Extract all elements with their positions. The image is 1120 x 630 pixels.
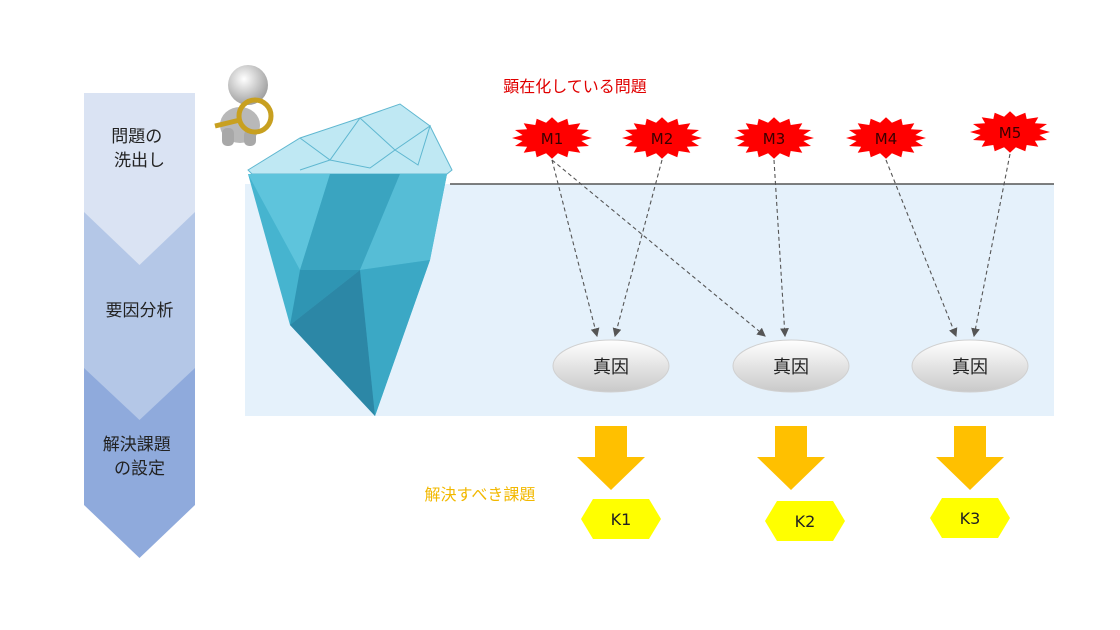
step-chevron-3 (84, 363, 195, 558)
starburst-shape (512, 117, 592, 159)
problem-label: M3 (763, 130, 786, 148)
issues-title: 解決すべき課題 (425, 485, 536, 504)
step-3-line-1: 解決課題 (103, 435, 171, 455)
hexagon-shape (765, 501, 845, 541)
iceberg (247, 103, 453, 416)
true-cause-3: 真因 (911, 339, 1029, 393)
issue-label: K3 (960, 509, 981, 528)
visible-problems-title: 顕在化している問題 (503, 77, 647, 96)
step-1-line-2: 洗出し (114, 151, 165, 171)
problem-badge-m4: M4 (846, 117, 926, 159)
arrow-m5-to-cause-3 (971, 153, 1011, 338)
problem-badge-m3: M3 (734, 117, 814, 159)
starburst-shape (970, 111, 1050, 153)
problem-badge-m2: M2 (622, 117, 702, 159)
step-3-line-2: の設定 (114, 459, 165, 479)
down-arrow-icon (757, 426, 825, 490)
issue-k2: K2 (757, 426, 845, 541)
issue-label: K2 (795, 512, 816, 531)
problem-label: M2 (651, 130, 674, 148)
starburst-shape (622, 117, 702, 159)
cause-label: 真因 (593, 357, 629, 378)
hexagon-shape (581, 499, 661, 539)
cause-oval (552, 339, 670, 393)
step-3-label: 解決課題 の設定 (103, 435, 176, 479)
down-arrow-icon (936, 426, 1004, 490)
arrow-m4-to-cause-3 (885, 159, 958, 338)
step-1-label: 問題の 洗出し (111, 127, 167, 171)
step-1-line-1: 問題の (111, 127, 162, 147)
true-cause-2: 真因 (732, 339, 850, 393)
step-chevron-2 (84, 212, 195, 420)
problem-badge-m1: M1 (512, 117, 592, 159)
step-chevron-1 (84, 93, 195, 265)
starburst-shape (734, 117, 814, 159)
problem-label: M5 (999, 124, 1022, 142)
dependency-arrows (551, 153, 1011, 338)
cause-label: 真因 (952, 357, 988, 378)
cause-oval (911, 339, 1029, 393)
true-cause-1: 真因 (552, 339, 670, 393)
hexagon-shape (930, 498, 1010, 538)
issues: K1 K2 K3 (577, 426, 1010, 541)
arrow-m3-to-cause-2 (773, 159, 789, 338)
issue-k1: K1 (577, 426, 661, 539)
arrow-m1-to-cause-1 (551, 159, 600, 338)
problem-label: M4 (875, 130, 898, 148)
issue-label: K1 (611, 510, 632, 529)
down-arrow-icon (577, 426, 645, 490)
arrow-m2-to-cause-1 (612, 159, 663, 338)
step-2-label: 要因分析 (106, 301, 174, 321)
issue-k3: K3 (930, 426, 1010, 538)
cause-oval (732, 339, 850, 393)
true-causes: 真因 真因 真因 (552, 339, 1029, 393)
cause-label: 真因 (773, 357, 809, 378)
person-with-magnifier-icon (214, 65, 274, 146)
problem-badge-m5: M5 (970, 111, 1050, 153)
starburst-shape (846, 117, 926, 159)
problem-badges: M1 M2 M3 M4 M5 (512, 111, 1050, 159)
problem-label: M1 (541, 130, 564, 148)
